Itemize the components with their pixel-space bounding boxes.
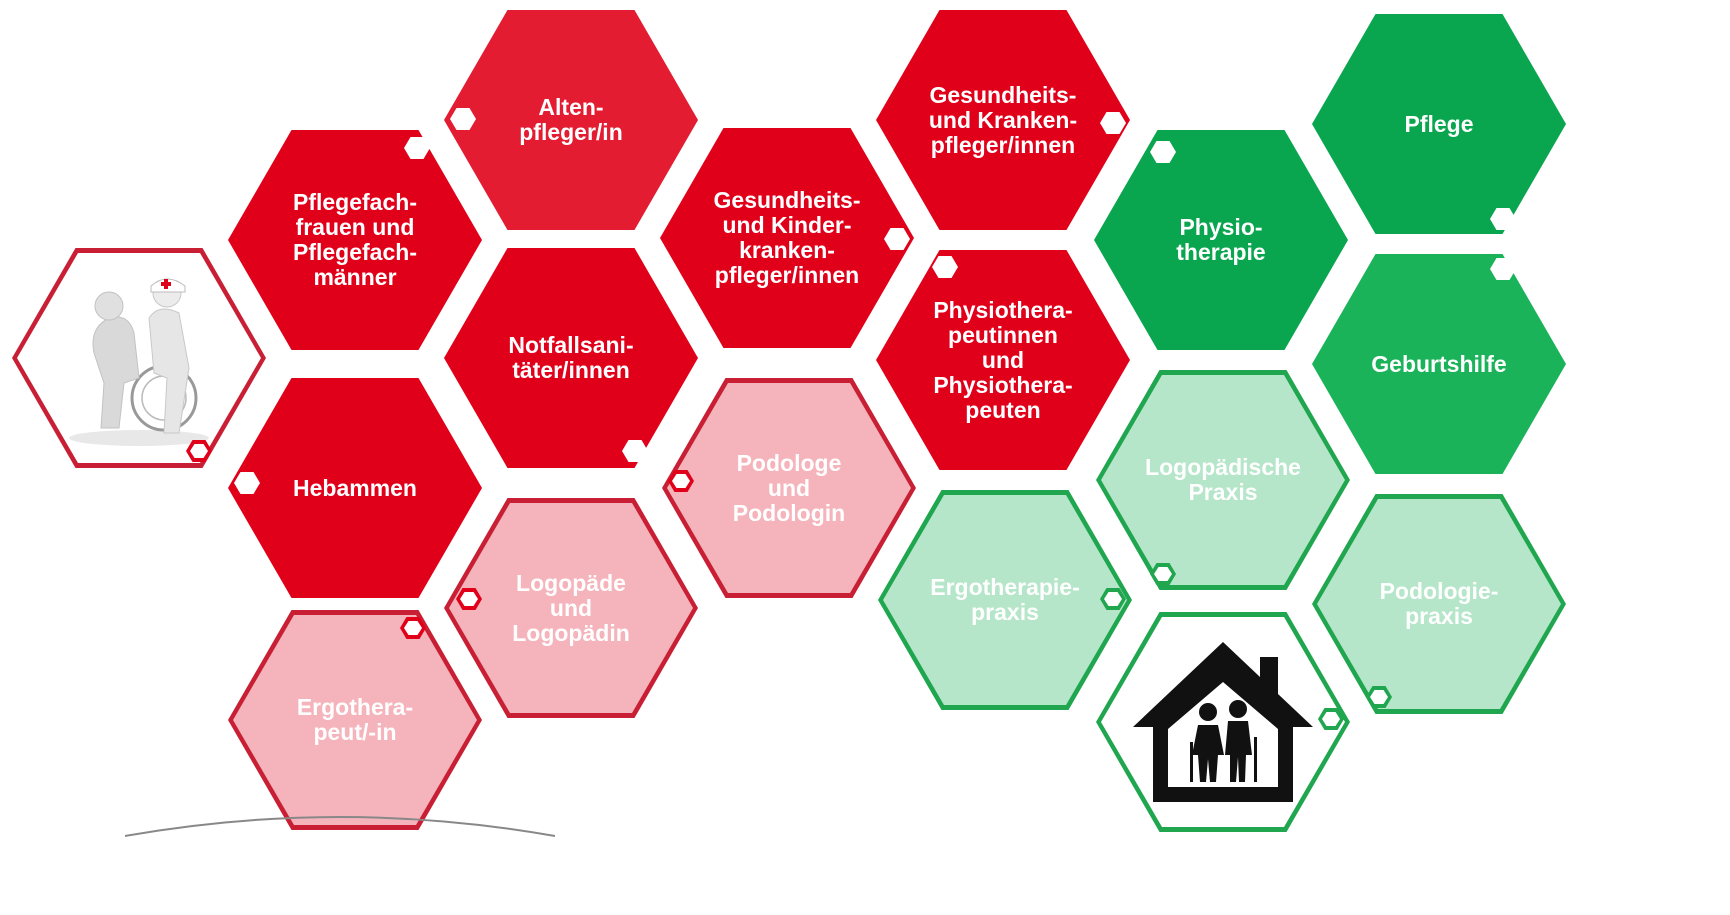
- hex-label: Physio- therapie: [1176, 214, 1266, 265]
- hex-podologe[interactable]: Podologe und Podologin: [662, 378, 916, 598]
- caregiver-wheelchair-illustration: [69, 278, 209, 446]
- hex-kinderkrankenpfleger[interactable]: Gesundheits- und Kinder- kranken- pflege…: [660, 128, 914, 348]
- connector-knob: [1490, 258, 1516, 280]
- connector-knob: [1100, 112, 1126, 134]
- connector-knob: [1100, 588, 1126, 610]
- hex-podologiepraxis[interactable]: Podologie- praxis: [1312, 494, 1566, 714]
- connector-knob: [1490, 208, 1516, 230]
- hex-ergotherapiepraxis[interactable]: Ergotherapie- praxis: [878, 490, 1132, 710]
- senior-home-hex: [1096, 612, 1350, 832]
- connector-knob: [234, 472, 260, 494]
- connector-knob: [932, 256, 958, 278]
- hex-label: Physiothera- peutinnen und Physiothera- …: [933, 296, 1073, 423]
- hex-logopaede[interactable]: Logopäde und Logopädin: [444, 498, 698, 718]
- connector-knob: [404, 137, 430, 159]
- hex-geburtshilfe[interactable]: Geburtshilfe: [1312, 254, 1566, 474]
- hex-label: Gesundheits- und Kinder- kranken- pflege…: [713, 187, 861, 288]
- hex-label: Logopäde und Logopädin: [512, 569, 630, 646]
- connector-knob: [400, 617, 426, 639]
- hex-label: Gesundheits- und Kranken- pfleger/innen: [928, 81, 1078, 158]
- hex-label: Ergotherapie- praxis: [930, 574, 1080, 625]
- hex-label: Podologie- praxis: [1379, 578, 1499, 629]
- hex-ergotherapeut[interactable]: Ergothera- peut/-in: [228, 610, 482, 830]
- connector-knob: [1150, 563, 1176, 585]
- hex-label: Pflege: [1404, 110, 1474, 137]
- connector-knob: [1366, 686, 1392, 708]
- hex-logopaedische-praxis[interactable]: Logopädische Praxis: [1096, 370, 1350, 590]
- hex-altenpfleger[interactable]: Alten- pfleger/in: [444, 10, 698, 230]
- hex-pflegefachfrauen[interactable]: Pflegefach- frauen und Pflegefach- männe…: [228, 130, 482, 350]
- connector-knob: [1150, 141, 1176, 163]
- connector-knob: [668, 470, 694, 492]
- connector-knob: [450, 108, 476, 130]
- hex-label: Hebammen: [293, 474, 417, 501]
- hex-label: Logopädische Praxis: [1145, 454, 1301, 505]
- hex-pflege[interactable]: Pflege: [1312, 14, 1566, 234]
- connector-knob: [186, 440, 212, 462]
- hex-physiotherapeuten[interactable]: Physiothera- peutinnen und Physiothera- …: [876, 250, 1130, 470]
- hex-label: Geburtshilfe: [1371, 350, 1507, 377]
- connector-knob: [884, 228, 910, 250]
- connector-knob: [622, 440, 648, 462]
- decorative-arc: [124, 816, 556, 837]
- hex-notfallsanitaeter[interactable]: Notfallsani- täter/innen: [444, 248, 698, 468]
- hex-label: Pflegefach- frauen und Pflegefach- männe…: [293, 189, 417, 290]
- hex-label: Ergothera- peut/-in: [296, 694, 414, 745]
- caregiver-image-hex: [12, 248, 266, 468]
- connector-knob: [1318, 708, 1344, 730]
- hex-krankenpfleger[interactable]: Gesundheits- und Kranken- pfleger/innen: [876, 10, 1130, 230]
- hex-label: Alten- pfleger/in: [519, 94, 623, 145]
- hex-physiotherapie[interactable]: Physio- therapie: [1094, 130, 1348, 350]
- hex-hebammen[interactable]: Hebammen: [228, 378, 482, 598]
- connector-knob: [456, 588, 482, 610]
- hex-label: Notfallsani- täter/innen: [508, 332, 634, 383]
- hex-label: Podologe und Podologin: [732, 449, 846, 526]
- senior-home-icon: [1133, 642, 1313, 802]
